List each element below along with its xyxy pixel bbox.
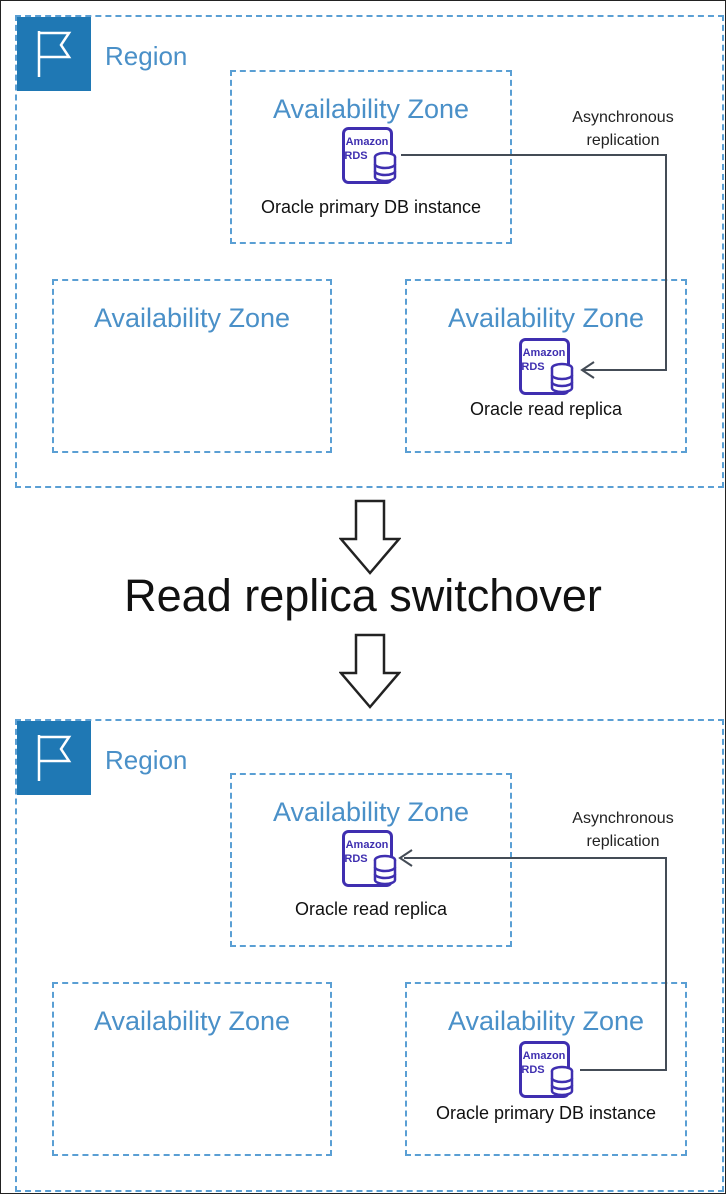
svg-text:Amazon: Amazon [523,1050,566,1062]
down-arrow-icon [338,633,402,714]
region-label: Region [105,41,188,71]
availability-zone-label: Availability Zone [447,303,645,333]
region-label: Region [105,745,188,775]
down-arrow-icon [338,499,402,580]
db-caption-replica: Oracle read replica [469,399,623,419]
amazon-rds-icon: Amazon RDS [519,338,577,401]
availability-zone-label: Availability Zone [272,797,470,827]
svg-text:RDS: RDS [344,853,367,865]
svg-text:RDS: RDS [521,361,544,373]
svg-text:RDS: RDS [521,1064,544,1076]
svg-text:Amazon: Amazon [346,839,389,851]
availability-zone-primary: Availability Zone [405,982,687,1156]
db-caption-primary: Oracle primary DB instance [260,197,482,217]
replication-arrow [401,154,667,379]
availability-zone-empty: Availability Zone [52,982,332,1156]
availability-zone-label: Availability Zone [93,303,291,333]
availability-zone-empty: Availability Zone [52,279,332,453]
region-flag-icon [17,17,91,91]
svg-text:Amazon: Amazon [523,347,566,359]
amazon-rds-icon: Amazon RDS [342,127,400,190]
availability-zone-replica: Availability Zone [405,279,687,453]
availability-zone-primary: Availability Zone [230,70,512,244]
diagram-title: Read replica switchover [124,570,602,621]
db-caption-replica: Oracle read replica [294,899,448,919]
region-after: Region [15,719,724,1192]
svg-text:Amazon: Amazon [346,136,389,148]
amazon-rds-icon: Amazon RDS [519,1041,577,1104]
replication-label: Asynchronous replication [572,109,674,149]
availability-zone-label: Availability Zone [272,94,470,124]
availability-zone-label: Availability Zone [447,1006,645,1036]
replication-label: Asynchronous replication [572,810,674,850]
svg-text:RDS: RDS [344,150,367,162]
availability-zone-label: Availability Zone [93,1006,291,1036]
availability-zone-replica: Availability Zone [230,773,512,947]
region-flag-icon [17,721,91,795]
region-before: Region [15,15,724,488]
amazon-rds-icon: Amazon RDS [342,830,400,893]
db-caption-primary: Oracle primary DB instance [435,1103,657,1123]
